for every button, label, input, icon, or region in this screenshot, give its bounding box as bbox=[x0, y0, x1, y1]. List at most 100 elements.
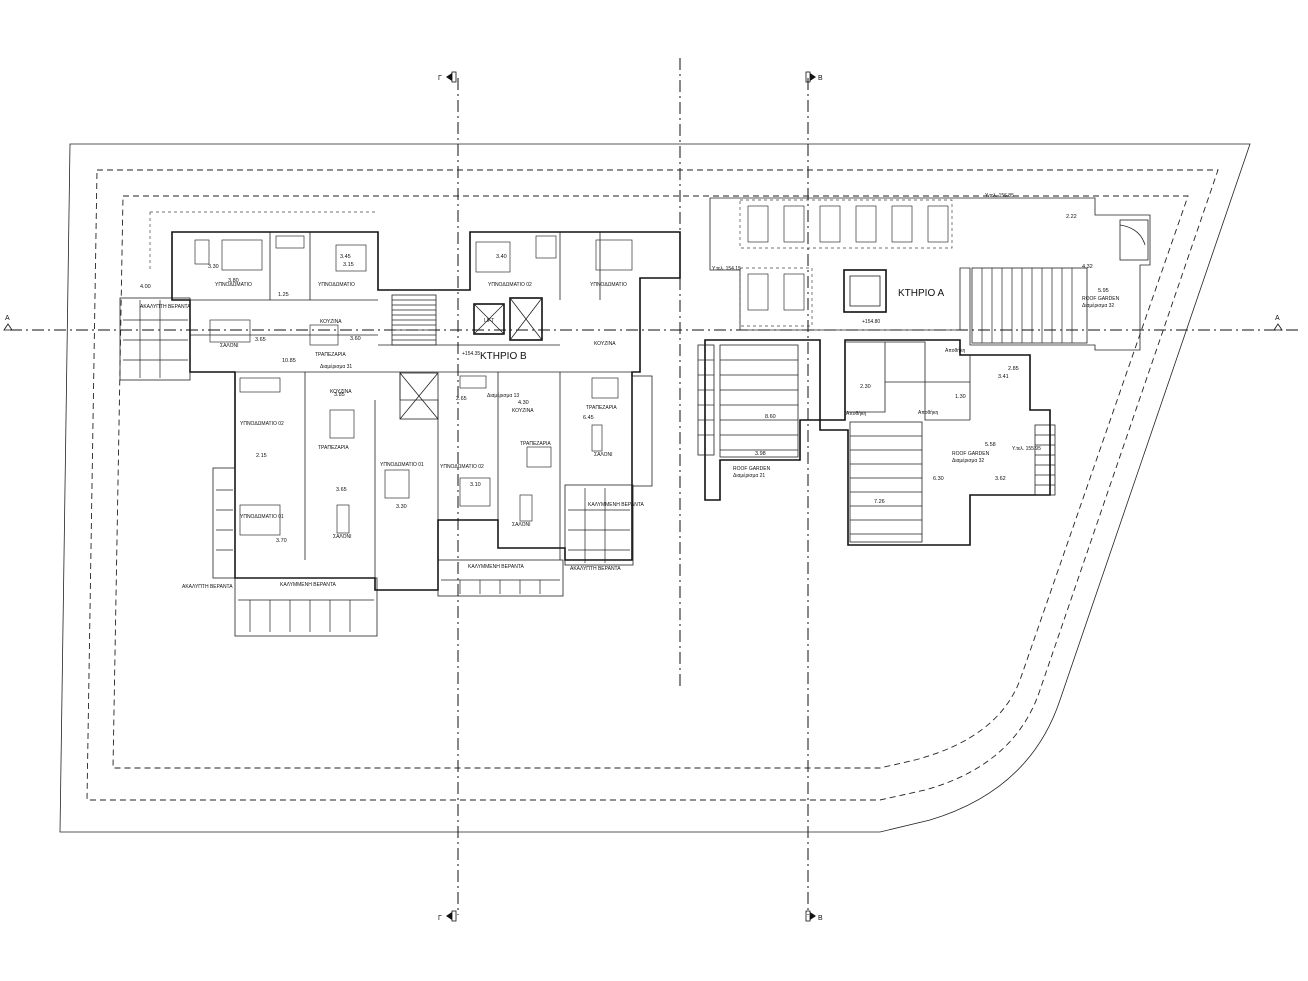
room-label-roof-garden-1: ROOF GARDEN bbox=[1082, 296, 1120, 302]
dim-b-18: 3.65 bbox=[336, 487, 347, 493]
dim-a-12: 3.41 bbox=[998, 374, 1009, 380]
room-label-bedroom-5: ΥΠΝΟΔΩΜΑΤΙΟ 02 bbox=[240, 421, 284, 427]
dim-b-7: 10.85 bbox=[282, 358, 296, 364]
section-lines bbox=[10, 58, 1298, 915]
dim-b-5: 1.25 bbox=[278, 292, 289, 298]
dim-a-5: 3.98 bbox=[755, 451, 766, 457]
veranda-right bbox=[564, 484, 634, 566]
dim-a-11: 1.30 bbox=[955, 394, 966, 400]
room-label-uncovered-veranda-1: ΑΚΑΛΥΠΤΗ ΒΕΡΑΝΤΑ bbox=[182, 584, 233, 590]
level-label-a-right: Υ.τελ. 155.95 bbox=[1012, 446, 1041, 452]
room-label-bedroom-2: ΥΠΝΟΔΩΜΑΤΙΟ bbox=[318, 282, 355, 288]
veranda-bottom-left bbox=[234, 577, 378, 637]
lift-b: LIFT bbox=[473, 297, 543, 341]
apt-label-13: Διαμέρισμα 13 bbox=[487, 392, 519, 399]
section-marker-a-left: A bbox=[3, 315, 13, 331]
veranda-right-upper bbox=[631, 375, 653, 487]
room-label-living-1: ΣΑΛΟΝΙ bbox=[220, 343, 239, 349]
apt-label-32-a: Διαμέρισμα 32 bbox=[1082, 302, 1114, 309]
dim-b-11: 4.30 bbox=[518, 400, 529, 406]
dim-b-4: 3.30 bbox=[208, 264, 219, 270]
dim-a-6: 5.58 bbox=[985, 442, 996, 448]
veranda-left-lower bbox=[212, 467, 236, 579]
room-label-bedroom-1: ΥΠΝΟΔΩΜΑΤΙΟ bbox=[215, 282, 252, 288]
dim-b-1: 3.80 bbox=[228, 278, 239, 284]
furniture-b bbox=[194, 235, 633, 536]
room-label-covered-veranda-2: ΚΑΛΥΜΜΕΝΗ ΒΕΡΑΝΤΑ bbox=[468, 564, 525, 570]
section-label-g-bottom: Γ bbox=[438, 915, 442, 922]
dim-b-14: 3.70 bbox=[276, 538, 287, 544]
roof-garden-upper bbox=[971, 267, 1088, 344]
dim-b-12: 6.45 bbox=[583, 415, 594, 421]
dim-b-3: 3.45 bbox=[340, 254, 351, 260]
building-a: ΚΤΗΡΙΟ Α ROOF GARDEN Διαμέρισμα 32 ROOF … bbox=[697, 193, 1151, 546]
room-label-uncovered-veranda-3: ΑΚΑΛΥΠΤΗ ΒΕΡΑΝΤΑ bbox=[140, 304, 191, 310]
section-marker-b-bottom: Β bbox=[805, 910, 823, 922]
section-label-g-top: Γ bbox=[438, 75, 442, 82]
level-label-a-top: Υ.τελ. 156.85 bbox=[985, 193, 1014, 199]
skylight bbox=[843, 269, 887, 313]
stair-core-b bbox=[391, 294, 437, 346]
dim-b-19: 3.30 bbox=[396, 504, 407, 510]
dim-a-3: 2.22 bbox=[1066, 214, 1077, 220]
roof-garden-lower-left bbox=[719, 344, 799, 458]
room-label-storage-1: Αποθήκη bbox=[945, 347, 966, 354]
dim-b-13: 2.15 bbox=[256, 453, 267, 459]
dim-a-1: 5.95 bbox=[1098, 288, 1109, 294]
room-label-kitchen-2: ΚΟΥΖΙΝΑ bbox=[594, 341, 616, 347]
dim-b-15: 2.65 bbox=[456, 396, 467, 402]
dim-a-10: 2.30 bbox=[860, 384, 871, 390]
lift-label: LIFT bbox=[484, 318, 494, 324]
apt-label-21: Διαμέρισμα 21 bbox=[733, 472, 765, 479]
section-label-a-left: A bbox=[5, 315, 10, 322]
room-label-uncovered-veranda-2: ΑΚΑΛΥΠΤΗ ΒΕΡΑΝΤΑ bbox=[570, 566, 621, 572]
room-label-roof-garden-3: ROOF GARDEN bbox=[952, 451, 990, 457]
building-b: LIFT bbox=[119, 211, 681, 637]
dim-a-13: 2.85 bbox=[1008, 366, 1019, 372]
level-label-b: +154.35 bbox=[462, 351, 480, 357]
room-label-bedroom-6: ΥΠΝΟΔΩΜΑΤΙΟ 01 bbox=[240, 514, 284, 520]
room-label-living-3: ΣΑΛΟΝΙ bbox=[512, 522, 531, 528]
room-label-bedroom-7: ΥΠΝΟΔΩΜΑΤΙΟ 01 bbox=[380, 462, 424, 468]
dim-b-17: 3.85 bbox=[334, 392, 345, 398]
veranda-tiles bbox=[123, 300, 630, 632]
dim-b-9: 4.00 bbox=[140, 284, 151, 290]
veranda-left bbox=[119, 297, 191, 381]
room-label-kitchen-4: ΚΟΥΖΙΝΑ bbox=[330, 389, 352, 395]
plot-boundary bbox=[59, 143, 1251, 833]
dim-b-8: 3.60 bbox=[350, 336, 361, 342]
section-label-b-bottom: Β bbox=[818, 915, 823, 922]
dim-b-10: 3.40 bbox=[496, 254, 507, 260]
roof-garden-lower-mid bbox=[849, 421, 923, 543]
room-label-bedroom-4: ΥΠΝΟΔΩΜΑΤΙΟ bbox=[590, 282, 627, 288]
section-marker-g-top: Γ bbox=[438, 71, 457, 83]
room-label-living-2: ΣΑΛΟΝΙ bbox=[594, 452, 613, 458]
room-label-covered-veranda-1: ΚΑΛΥΜΜΕΝΗ ΒΕΡΑΝΤΑ bbox=[280, 582, 337, 588]
dim-a-9: 7.26 bbox=[874, 499, 885, 505]
section-marker-g-bottom: Γ bbox=[438, 910, 457, 922]
room-label-covered-veranda-3: ΚΑΛΥΜΜΕΝΗ ΒΕΡΑΝΤΑ bbox=[588, 502, 645, 508]
dim-b-2: 3.15 bbox=[343, 262, 354, 268]
section-label-b-top: Β bbox=[818, 75, 823, 82]
room-label-dining-2: ΤΡΑΠΕΖΑΡΙΑ bbox=[586, 405, 617, 411]
room-label-kitchen-1: ΚΟΥΖΙΝΑ bbox=[320, 319, 342, 325]
room-label-dining-1: ΤΡΑΠΕΖΑΡΙΑ bbox=[315, 352, 346, 358]
dim-b-16: 3.10 bbox=[470, 482, 481, 488]
veranda-bottom-mid bbox=[437, 559, 564, 597]
dim-b-6: 3.65 bbox=[255, 337, 266, 343]
room-label-bedroom-3: ΥΠΝΟΔΩΜΑΤΙΟ 02 bbox=[488, 282, 532, 288]
room-label-dining-4: ΤΡΑΠΕΖΑΡΙΑ bbox=[318, 445, 349, 451]
dim-a-2: 4.32 bbox=[1082, 264, 1093, 270]
level-label-a-left: Υ.τελ. 154.15 bbox=[712, 266, 741, 272]
room-label-roof-garden-2: ROOF GARDEN bbox=[733, 466, 771, 472]
building-a-title: ΚΤΗΡΙΟ Α bbox=[898, 288, 944, 299]
apt-label-31: Διαμέρισμα 31 bbox=[320, 363, 352, 370]
room-label-kitchen-3: ΚΟΥΖΙΝΑ bbox=[512, 408, 534, 414]
room-label-bedroom-8: ΥΠΝΟΔΩΜΑΤΙΟ 02 bbox=[440, 464, 484, 470]
dim-a-4: 8.60 bbox=[765, 414, 776, 420]
room-label-dining-3: ΤΡΑΠΕΖΑΡΙΑ bbox=[520, 441, 551, 447]
section-label-a-right: A bbox=[1275, 315, 1280, 322]
dim-a-8: 6.30 bbox=[933, 476, 944, 482]
building-b-title: ΚΤΗΡΙΟ Β bbox=[480, 351, 527, 362]
